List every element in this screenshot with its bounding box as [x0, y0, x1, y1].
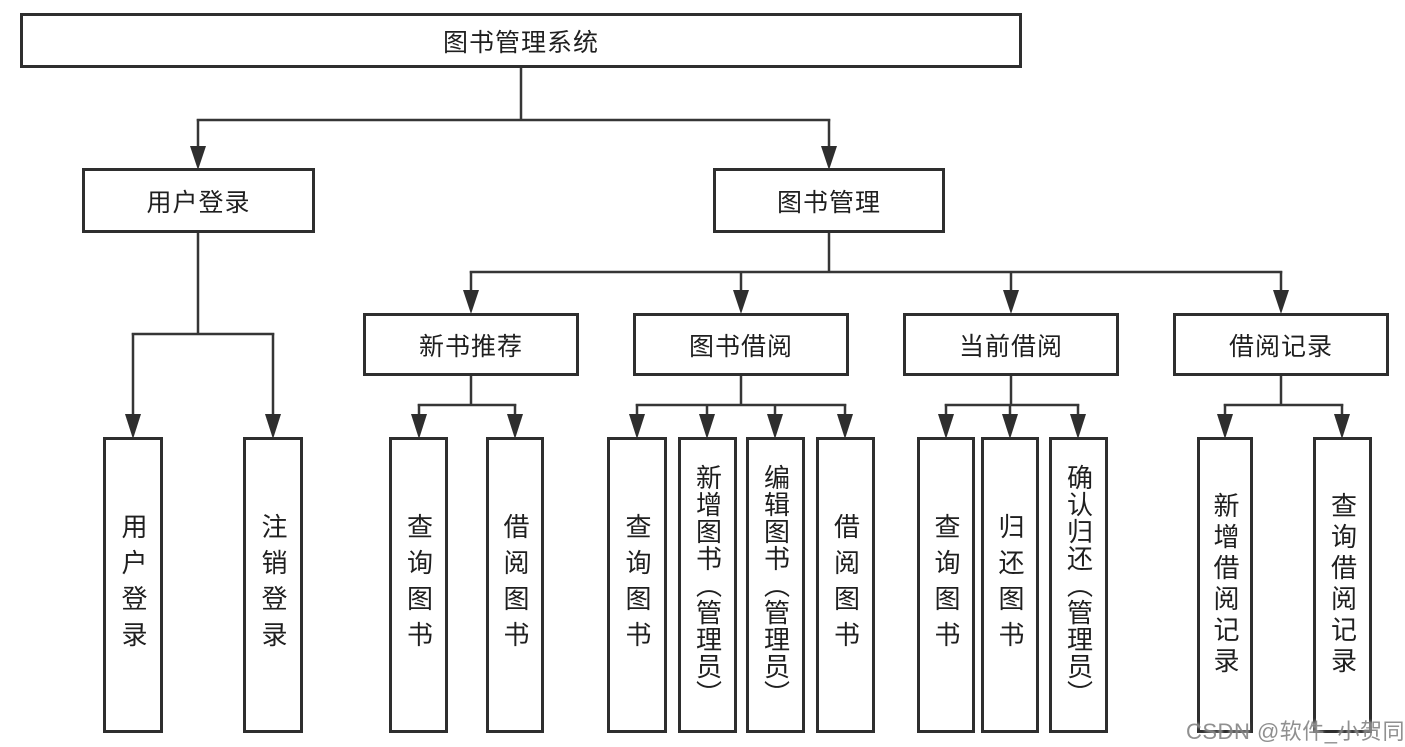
node-label: 图书管理: [776, 188, 881, 217]
node-label: 注销登录: [258, 513, 288, 657]
arrow-down-icon: [938, 414, 954, 439]
node-label: 用户登录: [146, 188, 251, 217]
node-label: 查询图书: [931, 513, 961, 657]
node-leaf-user-login: 用户登录: [103, 437, 163, 733]
node-label: 查询图书: [622, 513, 652, 657]
node-leaf-add-borrow-record: 新增借阅记录: [1197, 437, 1253, 733]
arrow-down-icon: [837, 414, 853, 439]
node-leaf-edit-books-admin: 编辑图书（管理员）: [746, 437, 805, 733]
node-leaf-query-books-borrow: 查询图书: [607, 437, 667, 733]
node-book-borrowing: 图书借阅: [633, 313, 849, 376]
arrow-down-icon: [463, 290, 479, 314]
node-label: 新增借阅记录: [1210, 492, 1240, 678]
node-leaf-logout: 注销登录: [243, 437, 303, 733]
arrow-down-icon: [265, 414, 281, 439]
arrow-down-icon: [411, 414, 427, 439]
arrow-down-icon: [1334, 414, 1350, 439]
node-leaf-query-borrow-record: 查询借阅记录: [1313, 437, 1372, 733]
node-label: 图书借阅: [688, 332, 793, 361]
arrow-down-icon: [1273, 290, 1289, 314]
node-label: 借阅图书: [500, 513, 530, 657]
arrow-down-icon: [699, 414, 715, 439]
node-label: 借阅图书: [830, 513, 861, 657]
node-leaf-return-books: 归还图书: [981, 437, 1039, 733]
arrow-down-icon: [1003, 290, 1019, 314]
node-label: 查询图书: [403, 513, 434, 657]
node-leaf-borrow-books-recommend: 借阅图书: [486, 437, 544, 733]
arrow-down-icon: [767, 414, 783, 439]
node-leaf-query-books-recommend: 查询图书: [389, 437, 448, 733]
node-label: 图书管理系统: [442, 28, 599, 57]
node-leaf-query-books-current: 查询图书: [917, 437, 975, 733]
node-label: 查询借阅记录: [1327, 492, 1358, 678]
arrow-down-icon: [507, 414, 523, 439]
node-label: 新书推荐: [418, 332, 523, 361]
arrow-down-icon: [629, 414, 645, 439]
node-label: 确认归还（管理员）: [1063, 463, 1094, 707]
node-label: 借阅记录: [1228, 332, 1333, 361]
arrow-down-icon: [1002, 414, 1018, 439]
node-leaf-borrow-books-borrow: 借阅图书: [816, 437, 875, 733]
node-current-borrowing: 当前借阅: [903, 313, 1119, 376]
node-leaf-add-books-admin: 新增图书（管理员）: [678, 437, 737, 733]
node-label: 编辑图书（管理员）: [760, 463, 791, 707]
node-user-login: 用户登录: [82, 168, 315, 233]
node-label: 当前借阅: [958, 332, 1063, 361]
arrow-down-icon: [821, 146, 837, 170]
node-leaf-confirm-return-admin: 确认归还（管理员）: [1049, 437, 1108, 733]
node-book-management: 图书管理: [713, 168, 945, 233]
arrowhead-icons: [125, 146, 1350, 439]
arrow-down-icon: [125, 414, 141, 439]
csdn-watermark: CSDN @软件_小贺同学: [1186, 719, 1405, 744]
node-new-book-recommend: 新书推荐: [363, 313, 579, 376]
node-library-management-system: 图书管理系统: [20, 13, 1022, 68]
node-label: 新增图书（管理员）: [692, 463, 723, 707]
arrow-down-icon: [733, 290, 749, 314]
node-borrowing-records: 借阅记录: [1173, 313, 1389, 376]
arrow-down-icon: [1070, 414, 1086, 439]
node-label: 用户登录: [118, 513, 148, 657]
arrow-down-icon: [1217, 414, 1233, 439]
arrow-down-icon: [190, 146, 206, 170]
node-label: 归还图书: [995, 513, 1025, 657]
